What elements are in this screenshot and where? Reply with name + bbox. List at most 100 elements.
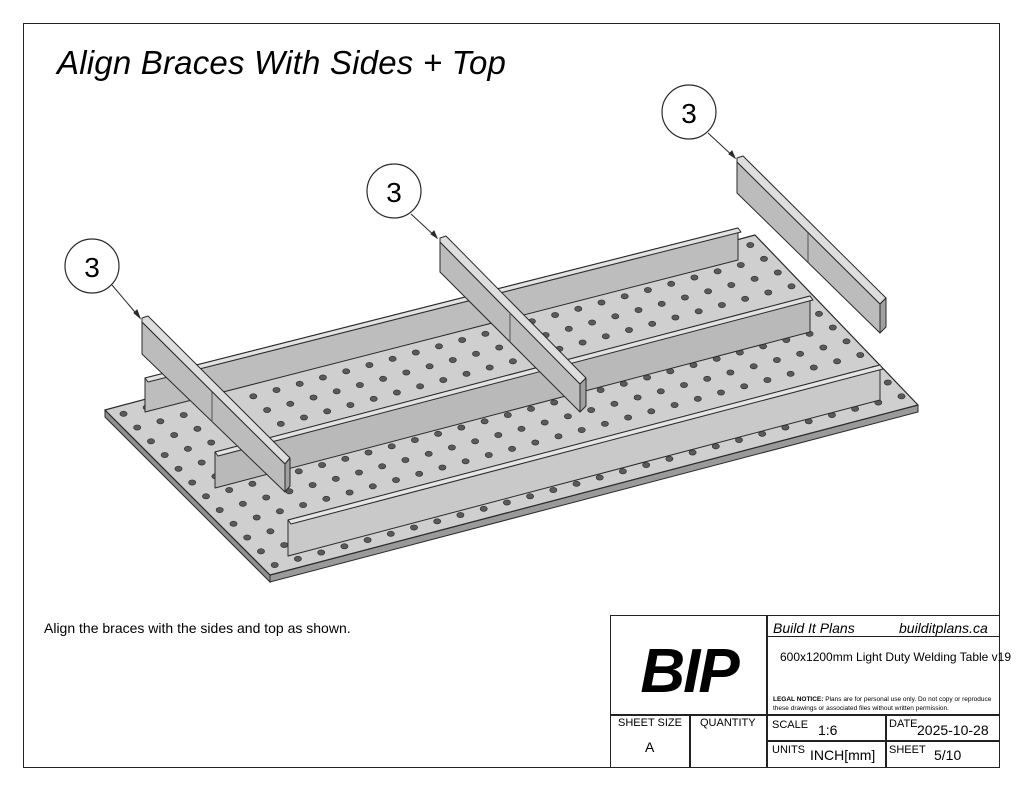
- plate-hole: [787, 283, 796, 290]
- plate-hole: [434, 430, 442, 437]
- title-block: BIP Build It Plans builditplans.ca 600x1…: [610, 615, 1011, 768]
- plate-hole: [833, 358, 841, 365]
- plate-hole: [275, 508, 284, 515]
- plate-hole: [897, 393, 906, 400]
- plate-hole: [174, 465, 183, 472]
- plate-hole: [670, 402, 679, 408]
- plate-hole: [786, 370, 795, 377]
- plate-hole: [554, 433, 563, 440]
- company-name: Build It Plans: [773, 620, 855, 636]
- plate-hole: [318, 374, 327, 381]
- plate-hole: [410, 524, 418, 531]
- plate-hole: [461, 458, 470, 465]
- plate-hole: [435, 343, 443, 350]
- assembly-illustration: 3 3 3: [64, 84, 919, 584]
- plate-hole: [266, 528, 275, 535]
- plate-hole: [215, 507, 224, 513]
- plate-hole: [690, 274, 699, 281]
- plate-hole: [763, 377, 772, 383]
- plate-hole: [588, 319, 596, 326]
- plate-hole: [170, 432, 179, 438]
- sheet-number: 5/10: [934, 747, 962, 763]
- plate-hole: [387, 443, 396, 450]
- plate-hole: [355, 382, 364, 388]
- plate-hole: [796, 350, 804, 357]
- plate-hole: [238, 500, 247, 507]
- plate-hole: [369, 395, 378, 402]
- divider: [689, 714, 691, 767]
- plate-hole: [749, 363, 758, 370]
- plate-hole: [472, 350, 480, 357]
- plate-hole: [642, 462, 651, 468]
- callout-label: 3: [386, 177, 402, 208]
- plate-hole: [574, 305, 583, 312]
- plate-hole: [243, 534, 252, 541]
- plate-hole: [713, 268, 722, 275]
- plate-hole: [624, 414, 632, 421]
- plate-hole: [809, 364, 818, 371]
- rail-members: [144, 227, 884, 557]
- plate-hole: [156, 418, 165, 425]
- plate-hole: [531, 439, 540, 446]
- plate-hole: [717, 389, 725, 396]
- company-website: builditplans.ca: [899, 620, 988, 636]
- plate-hole: [551, 312, 559, 318]
- plate-hole: [526, 493, 534, 500]
- plate-hole: [601, 420, 609, 427]
- plate-hole: [341, 455, 350, 462]
- plate-hole: [133, 424, 142, 431]
- plate-hole: [550, 399, 559, 406]
- plate-hole: [433, 518, 442, 525]
- plate-hole: [448, 357, 457, 363]
- plate-hole: [378, 463, 387, 470]
- plate-hole: [842, 338, 851, 345]
- plate-hole: [249, 393, 258, 400]
- plate-hole: [293, 555, 302, 562]
- plate-hole: [424, 450, 433, 457]
- plate-hole: [386, 530, 395, 537]
- plate-hole: [272, 387, 281, 393]
- plate-hole: [332, 388, 341, 395]
- plate-hole: [147, 438, 155, 445]
- plate-hole: [856, 352, 865, 358]
- scale-label: SCALE: [772, 719, 809, 731]
- plate-hole: [188, 479, 197, 486]
- divider: [766, 616, 768, 767]
- plate-hole: [740, 383, 749, 390]
- plate-hole: [587, 407, 596, 413]
- plate-hole: [416, 383, 424, 390]
- plate-hole: [508, 445, 516, 452]
- plate-hole: [438, 464, 447, 471]
- plate-hole: [379, 375, 387, 382]
- plate-hole: [764, 289, 773, 296]
- plate-hole: [276, 420, 285, 427]
- plate-hole: [447, 444, 456, 451]
- plate-hole: [681, 294, 689, 301]
- plate-hole: [318, 462, 326, 468]
- leader-lines: [111, 132, 737, 320]
- plate-hole: [656, 388, 665, 395]
- plate-hole: [481, 330, 490, 337]
- plate-hole: [819, 344, 828, 351]
- plate-hole: [549, 487, 558, 493]
- plate-hole: [345, 489, 354, 496]
- plate-hole: [704, 288, 712, 295]
- plate-hole: [736, 262, 745, 268]
- plate-hole: [495, 344, 504, 351]
- plate-hole: [462, 370, 471, 377]
- plate-hole: [703, 375, 712, 382]
- plate-hole: [540, 419, 549, 426]
- plate-hole: [270, 562, 279, 568]
- plate-hole: [179, 412, 188, 418]
- plate-hole: [564, 413, 572, 420]
- plate-hole: [480, 418, 489, 425]
- callout-label: 3: [84, 252, 100, 283]
- plate-hole: [160, 452, 169, 458]
- plate-hole: [322, 495, 331, 502]
- plate-hole: [564, 325, 573, 332]
- plate-hole: [410, 437, 419, 443]
- divider: [766, 636, 999, 637]
- plate-hole: [392, 477, 400, 483]
- legal-notice: LEGAL NOTICE: Plans are for personal use…: [773, 695, 995, 713]
- plate-hole: [711, 443, 720, 450]
